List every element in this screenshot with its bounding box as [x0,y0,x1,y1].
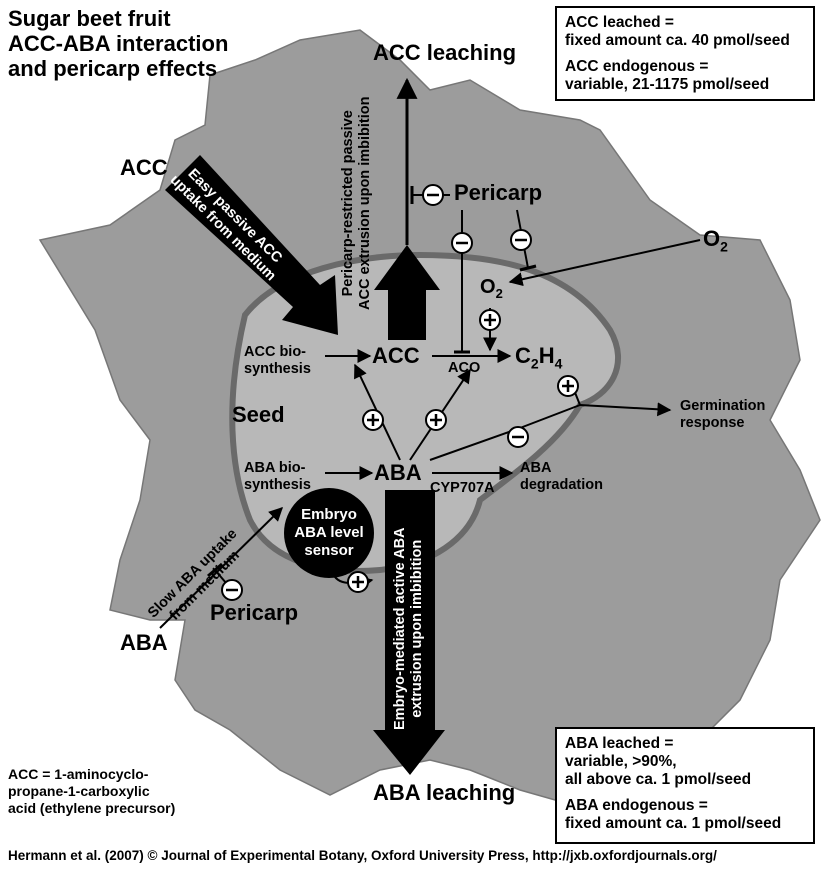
aba-leaching-label: ABA leaching [373,780,516,805]
acc-biosynthesis-label: ACC bio-synthesis [244,344,311,378]
aba-inhibit-line [519,404,581,429]
aba-biosynthesis-label: ABA bio-synthesis [244,460,311,494]
aco-label: ACO [448,360,481,376]
info-text: fixed amount ca. 40 pmol/seed [565,32,790,49]
text-line: synthesis [244,477,311,493]
o2-text: O [480,276,496,298]
text-line: Embryo-mediated active ABA [392,527,408,730]
info-text: all above ca. 1 pmol/seed [565,771,752,788]
h-text: H [538,343,555,368]
o2-outside-label: O2 [703,226,728,254]
c-text: C [515,343,531,368]
acc-outside-label: ACC [120,155,168,180]
acc-leaching-label: ACC leaching [373,40,517,65]
text-line: extrusion upon imbibition [409,539,425,718]
sub-2: 2 [530,355,539,372]
o2-sub: 2 [720,238,728,255]
text-line: ACC = 1-aminocyclo- [8,766,149,782]
text-line: propane-1-carboxylic [8,783,150,799]
sub-4: 4 [554,355,563,372]
text-line: response [680,415,745,431]
info-text: fixed amount ca. 1 pmol/seed [565,815,782,832]
acc-extrusion-thick-arrow [374,245,440,340]
seed-label: Seed [232,402,285,427]
text-line: ACC extrusion upon imbibition [357,96,373,310]
text-line: synthesis [244,361,311,377]
info-text: ACC endogenous = [565,58,709,75]
info-text: ABA leached = [565,735,674,752]
aba-uptake-arrow [159,507,283,629]
acc-uptake-band [165,155,338,335]
info-text: variable, >90%, [565,753,677,770]
o2-sub: 2 [495,286,503,301]
ethylene-label: C2H4 [515,343,562,371]
o2-inside-label: O2 [480,276,503,301]
text-line: ABA [520,460,552,476]
aba-extrusion-band [373,490,445,775]
o2-text: O [703,226,721,251]
aba-to-germ-line [429,427,521,461]
o2-inflow-arrow [508,239,701,287]
aba-info-box: ABA leached =variable, >90%,all above ca… [555,727,815,844]
title-line: ACC-ABA interaction [8,31,229,56]
info-text: variable, 21-1175 pmol/seed [565,76,770,93]
info-text: ACC leached = [565,14,674,31]
acc-footnote: ACC = 1-aminocyclo- propane-1-carboxylic… [8,766,175,817]
acc-center-label: ACC [372,343,420,368]
acc-info-box: ACC leached =fixed amount ca. 40 pmol/se… [555,6,815,101]
title-line: and pericarp effects [8,56,218,81]
pericarp-top-label: Pericarp [454,180,543,205]
title-line: Sugar beet fruit [8,6,171,31]
aba-outside-label: ABA [120,630,168,655]
text-line: ACC bio- [244,344,307,360]
cyp707a-label: CYP707A [430,480,495,496]
credit-line: Hermann et al. (2007) © Journal of Exper… [8,848,717,863]
germination-arrow [579,402,672,417]
text-line: degradation [520,477,603,493]
text-line: ABA bio- [244,460,306,476]
text-line: sensor [304,542,354,559]
text-line: Embryo [301,506,357,523]
text-line: acid (ethylene precursor) [8,800,176,816]
info-text: ABA endogenous = [565,797,708,814]
text-line: Germination [680,398,766,414]
diagram-title: Sugar beet fruit ACC-ABA interaction and… [8,6,228,81]
aba-center-label: ABA [374,460,422,485]
text-line: ABA level [294,524,364,541]
text-line: Pericarp-restricted passive [340,110,356,297]
pericarp-bottom-label: Pericarp [210,600,299,625]
